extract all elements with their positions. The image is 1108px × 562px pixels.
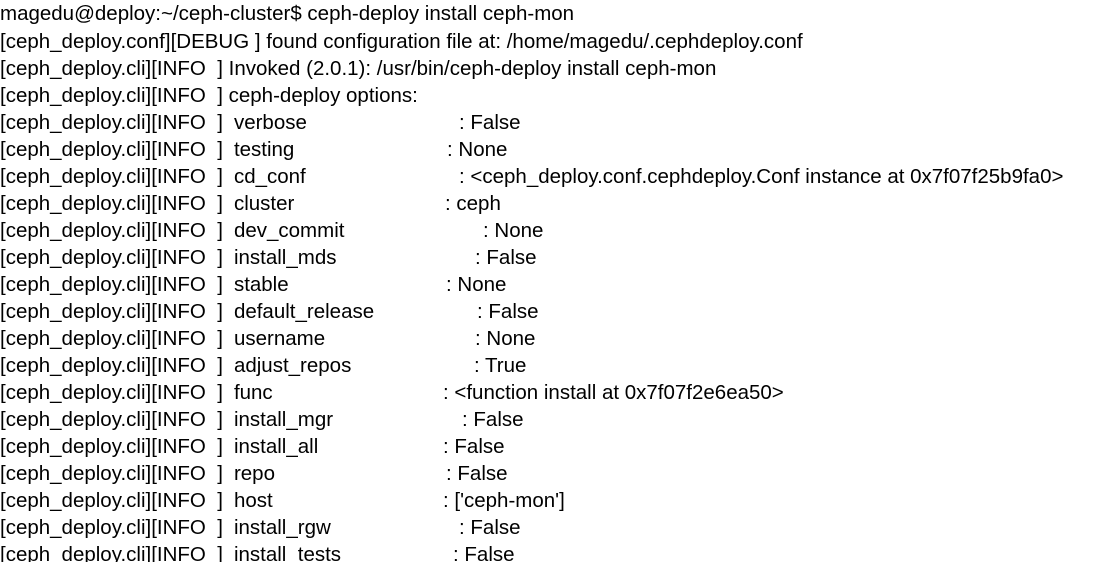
option-name: verbose bbox=[233, 111, 307, 134]
option-value: : False bbox=[443, 435, 505, 458]
option-name: install_mgr bbox=[233, 408, 334, 431]
option-line: [ceph_deploy.cli][INFO ] install_tests : F… bbox=[0, 541, 1108, 562]
command-line: magedu@deploy:~/ceph-cluster$ ceph-deplo… bbox=[0, 0, 1108, 27]
option-name: install_all bbox=[233, 435, 319, 458]
option-value: : False bbox=[462, 408, 524, 431]
option-value: : ['ceph-mon'] bbox=[443, 489, 565, 512]
option-name: host bbox=[233, 489, 273, 512]
option-value: : None bbox=[446, 273, 507, 296]
option-name: dev_commit bbox=[233, 219, 345, 242]
log-prefix: [ceph_deploy.cli][INFO ] bbox=[0, 489, 223, 512]
log-line: [ceph_deploy.cli][INFO ] Invoked (2.0.1)… bbox=[0, 55, 1108, 82]
option-name: default_release bbox=[233, 300, 375, 323]
option-name: repo bbox=[233, 462, 275, 485]
option-line: [ceph_deploy.cli][INFO ] username : None bbox=[0, 325, 1108, 352]
log-line: [ceph_deploy.cli][INFO ] ceph-deploy opt… bbox=[0, 82, 1108, 109]
option-name: install_mds bbox=[233, 246, 337, 269]
option-line: [ceph_deploy.cli][INFO ] cd_conf : <ceph_d… bbox=[0, 163, 1108, 190]
log-prefix: [ceph_deploy.cli][INFO ] bbox=[0, 192, 223, 215]
option-value: : True bbox=[474, 354, 527, 377]
log-prefix: [ceph_deploy.cli][INFO ] bbox=[0, 219, 223, 242]
log-prefix: [ceph_deploy.cli][INFO ] bbox=[0, 435, 223, 458]
log-line: [ceph_deploy.conf][DEBUG ] found configu… bbox=[0, 28, 1108, 55]
output-lines: [ceph_deploy.conf][DEBUG ] found configu… bbox=[0, 28, 1108, 109]
option-name: install_tests bbox=[233, 543, 342, 562]
option-lines: [ceph_deploy.cli][INFO ]verbose: False[c… bbox=[0, 109, 1108, 562]
option-name: testing bbox=[233, 138, 295, 161]
log-prefix: [ceph_deploy.cli][INFO ] bbox=[0, 300, 223, 323]
log-prefix: [ceph_deploy.cli][INFO ] bbox=[0, 273, 223, 296]
option-value: : None bbox=[447, 138, 508, 161]
option-line: [ceph_deploy.cli][INFO ] testing : None bbox=[0, 136, 1108, 163]
option-line: [ceph_deploy.cli][INFO ] install_mds : Fal… bbox=[0, 244, 1108, 271]
option-value: : <function install at 0x7f07f2e6ea50> bbox=[443, 381, 784, 404]
log-prefix: [ceph_deploy.cli][INFO ] bbox=[0, 408, 223, 431]
log-prefix: [ceph_deploy.cli][INFO ] bbox=[0, 516, 223, 539]
option-value: : False bbox=[459, 111, 521, 134]
log-prefix: [ceph_deploy.cli][INFO ] bbox=[0, 165, 223, 188]
option-value: : False bbox=[453, 543, 515, 562]
option-line: [ceph_deploy.cli][INFO ] install_mgr : Fal… bbox=[0, 406, 1108, 433]
option-line: [ceph_deploy.cli][INFO ] install_all : Fal… bbox=[0, 433, 1108, 460]
log-message: Invoked (2.0.1): /usr/bin/ceph-deploy in… bbox=[222, 57, 717, 80]
log-prefix: [ceph_deploy.cli][INFO ] bbox=[0, 111, 223, 134]
option-name: username bbox=[233, 327, 326, 350]
option-line: [ceph_deploy.cli][INFO ] stable : None bbox=[0, 271, 1108, 298]
log-message: found configuration file at: /home/maged… bbox=[260, 30, 803, 53]
option-name: adjust_repos bbox=[233, 354, 352, 377]
option-line: [ceph_deploy.cli][INFO ] func : <function … bbox=[0, 379, 1108, 406]
option-name: install_rgw bbox=[233, 516, 331, 539]
log-prefix: [ceph_deploy.cli][INFO ] bbox=[0, 543, 223, 562]
option-value: : None bbox=[483, 219, 544, 242]
option-value: : False bbox=[459, 516, 521, 539]
option-name: cluster bbox=[233, 192, 295, 215]
log-prefix: [ceph_deploy.cli][INFO ] bbox=[0, 354, 223, 377]
log-prefix: [ceph_deploy.cli][INFO ] bbox=[0, 138, 223, 161]
option-value: : False bbox=[446, 462, 508, 485]
option-line: [ceph_deploy.cli][INFO ] repo : False bbox=[0, 460, 1108, 487]
log-prefix: [ceph_deploy.cli][INFO ] bbox=[0, 246, 223, 269]
option-line: [ceph_deploy.cli][INFO ] install_rgw : Fal… bbox=[0, 514, 1108, 541]
option-value: : <ceph_deploy.conf.cephdeploy.Conf inst… bbox=[459, 165, 1064, 188]
option-line: [ceph_deploy.cli][INFO ] default_release:… bbox=[0, 298, 1108, 325]
option-name: cd_conf bbox=[233, 165, 306, 188]
option-name: func bbox=[233, 381, 273, 404]
option-value: : ceph bbox=[445, 192, 501, 215]
option-line: [ceph_deploy.cli][INFO ] cluster : ceph bbox=[0, 190, 1108, 217]
option-line: [ceph_deploy.cli][INFO ] verbose : False bbox=[0, 109, 1108, 136]
option-value: : False bbox=[477, 300, 539, 323]
option-name: stable bbox=[233, 273, 289, 296]
option-value: : None bbox=[475, 327, 536, 350]
option-line: [ceph_deploy.cli][INFO ] dev_commit : None bbox=[0, 217, 1108, 244]
option-value: : False bbox=[475, 246, 537, 269]
log-prefix: [ceph_deploy.cli][INFO ] bbox=[0, 327, 223, 350]
option-line: [ceph_deploy.cli][INFO ] adjust_repos : Tr… bbox=[0, 352, 1108, 379]
log-prefix: [ceph_deploy.conf][DEBUG ] bbox=[0, 30, 261, 53]
log-prefix: [ceph_deploy.cli][INFO ] bbox=[0, 462, 223, 485]
option-line: [ceph_deploy.cli][INFO ] host : ['ceph-mon… bbox=[0, 487, 1108, 514]
log-message: ceph-deploy options: bbox=[222, 84, 418, 107]
log-prefix: [ceph_deploy.cli][INFO ] bbox=[0, 84, 223, 107]
shell-prompt: magedu@deploy:~/ceph-cluster$ bbox=[0, 2, 308, 25]
log-prefix: [ceph_deploy.cli][INFO ] bbox=[0, 381, 223, 404]
command-text: ceph-deploy install ceph-mon bbox=[307, 2, 575, 25]
log-prefix: [ceph_deploy.cli][INFO ] bbox=[0, 57, 223, 80]
